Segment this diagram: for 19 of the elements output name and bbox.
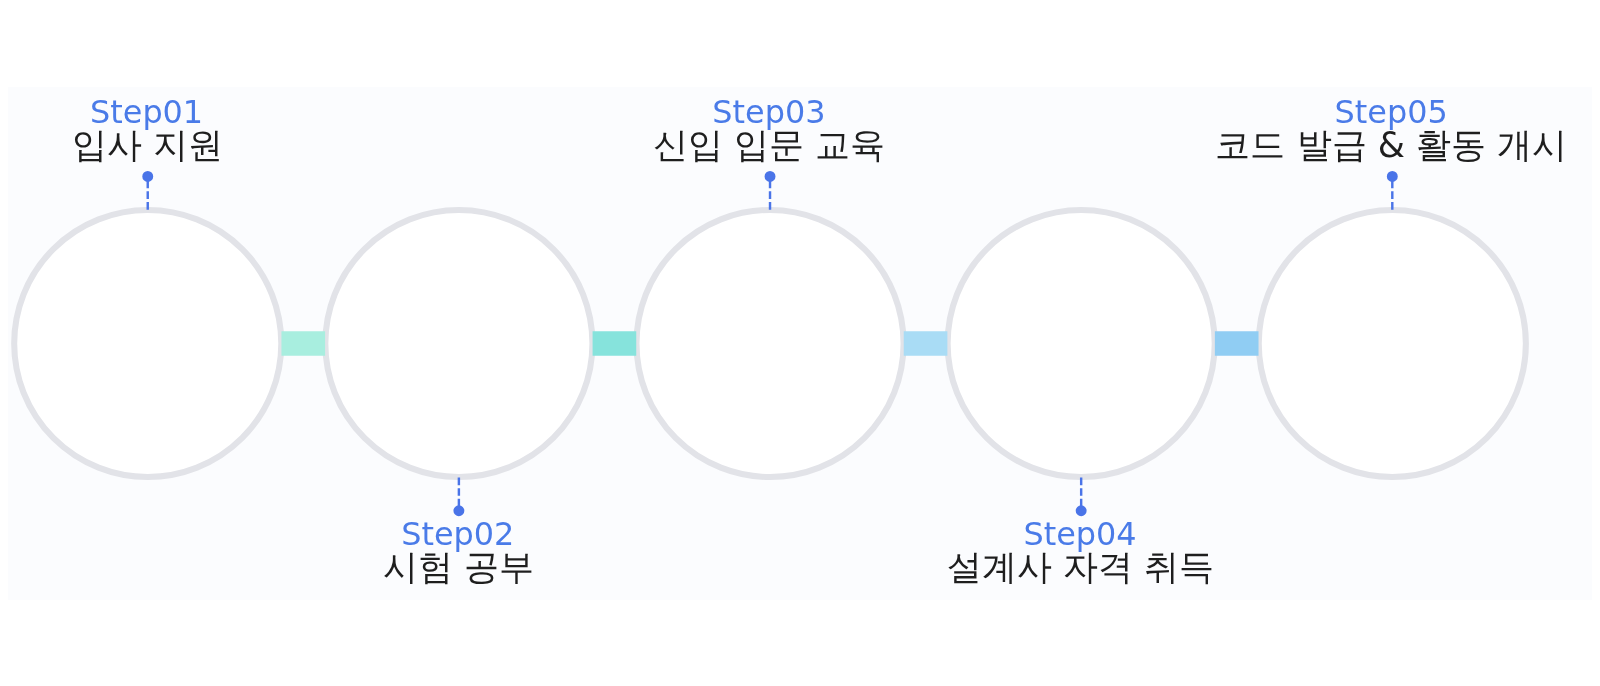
node-text: Step02 시험 공부 xyxy=(383,514,535,587)
node-circle xyxy=(633,206,907,480)
node-circle xyxy=(1255,206,1529,480)
connector xyxy=(1386,170,1398,210)
connector xyxy=(281,330,326,356)
connector xyxy=(1214,330,1259,356)
connector xyxy=(1075,476,1087,516)
node-text: Step01 입사 지원 xyxy=(71,92,223,165)
node-circle xyxy=(11,206,285,480)
connector xyxy=(592,330,637,356)
node-text: Step03 신입 입문 교육 xyxy=(653,92,886,165)
node-text: Step04 설계사 자격 취득 xyxy=(946,514,1215,587)
node-circle xyxy=(944,206,1218,480)
connector xyxy=(764,170,776,210)
node-circle xyxy=(322,206,596,480)
node-text: Step05 코드 발급 & 활동 개시 xyxy=(1215,92,1568,165)
connector xyxy=(142,170,154,210)
connector xyxy=(903,330,948,356)
connector xyxy=(453,476,465,516)
